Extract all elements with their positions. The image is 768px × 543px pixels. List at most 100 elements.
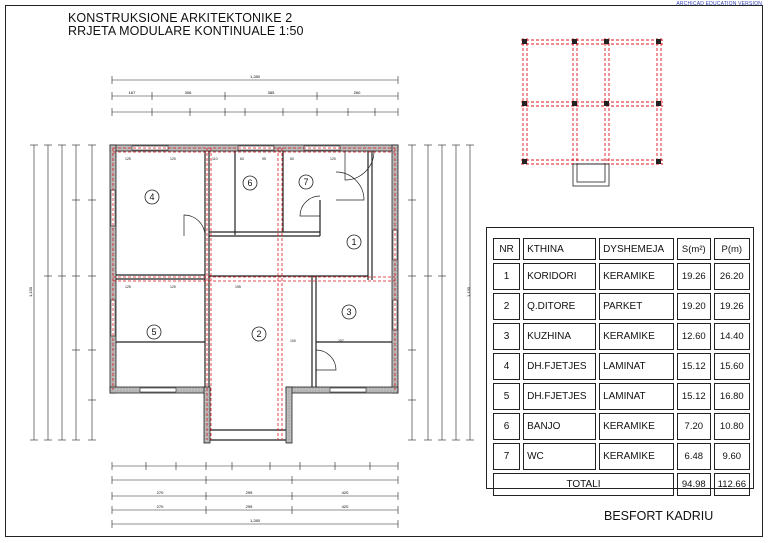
dimension-lines-left <box>33 145 93 440</box>
dim-row2-bottom-3: 420 <box>342 490 349 495</box>
dim-row2-top-2: 306 <box>185 90 192 95</box>
dimension-ticks-bottom <box>111 462 399 528</box>
dimension-ticks-left <box>30 144 96 441</box>
cell-perimeter: 10.80 <box>713 413 750 440</box>
cell-nr: 6 <box>493 413 521 440</box>
dimension-lines-right <box>411 145 471 440</box>
room-dim-label: 207 <box>338 339 344 343</box>
author-name: BESFORT KADRIU <box>604 509 714 523</box>
dim-row2-top-3: 385 <box>268 90 275 95</box>
room-dim-label: 120 <box>170 285 176 289</box>
header-area: S(m²) <box>676 238 711 260</box>
cell-nr: 2 <box>493 293 521 320</box>
dim-row3-bottom-1: 270 <box>157 504 164 509</box>
dimension-lines-top <box>112 79 398 113</box>
dimension-lines-bottom <box>112 465 398 525</box>
cell-area: 15.12 <box>676 383 711 410</box>
cell-kthina: WC <box>523 443 597 470</box>
dim-row2-top-4: 260 <box>354 90 361 95</box>
room-dim-label: 125 <box>125 157 131 161</box>
dimension-ticks-right <box>408 144 474 441</box>
cell-dyshemeja: KERAMIKE <box>599 263 674 290</box>
cell-nr: 3 <box>493 323 521 350</box>
room-markers <box>144 174 362 342</box>
room-dim-label: 100 <box>290 339 296 343</box>
cell-area: 19.26 <box>676 263 711 290</box>
room-dim-label: 110 <box>212 157 218 161</box>
structural-grid-key <box>521 38 663 187</box>
table-row: 3 KUZHINA KERAMIKE 12.60 14.40 <box>493 323 750 350</box>
header-dyshemeja: DYSHEMEJA <box>599 238 674 260</box>
cell-nr: 5 <box>493 383 521 410</box>
room-dim-label: 120 <box>170 157 176 161</box>
cell-kthina: KUZHINA <box>523 323 597 350</box>
dim-row2-bottom-1: 270 <box>157 490 164 495</box>
door-swings <box>183 150 375 371</box>
room-schedule: NR KTHINA DYSHEMEJA S(m²) P(m) 1 KORIDOR… <box>486 227 754 496</box>
total-area: 94.98 <box>676 473 711 496</box>
cell-dyshemeja: KERAMIKE <box>599 443 674 470</box>
room-dim-label: 120 <box>330 157 336 161</box>
dim-row3-bottom-2: 295 <box>246 504 253 509</box>
table-row: 7 WC KERAMIKE 6.48 9.60 <box>493 443 750 470</box>
table-row: 5 DH.FJETJES LAMINAT 15.12 16.80 <box>493 383 750 410</box>
cell-kthina: DH.FJETJES <box>523 353 597 380</box>
dim-right: 1,130 <box>466 286 471 297</box>
title-line-1: KONSTRUKSIONE ARKITEKTONIKE 2 <box>68 11 293 25</box>
room-schedule-table: NR KTHINA DYSHEMEJA S(m²) P(m) 1 KORIDOR… <box>490 235 753 499</box>
room-dim-label: 60 <box>240 157 244 161</box>
cell-dyshemeja: PARKET <box>599 293 674 320</box>
header-perimeter: P(m) <box>713 238 750 260</box>
title-line-2: RRJETA MODULARE KONTINUALE 1:50 <box>68 24 304 38</box>
table-row: 6 BANJO KERAMIKE 7.20 10.80 <box>493 413 750 440</box>
cell-perimeter: 26.20 <box>713 263 750 290</box>
table-total-row: TOTALI 94.98 112.66 <box>493 473 750 496</box>
cell-kthina: DH.FJETJES <box>523 383 597 410</box>
table-row: 2 Q.DITORE PARKET 19.20 19.26 <box>493 293 750 320</box>
cell-area: 15.12 <box>676 353 711 380</box>
dim-row2-bottom-2: 295 <box>246 490 253 495</box>
cell-area: 12.60 <box>676 323 711 350</box>
cell-dyshemeja: LAMINAT <box>599 353 674 380</box>
table-header-row: NR KTHINA DYSHEMEJA S(m²) P(m) <box>493 238 750 260</box>
cell-nr: 4 <box>493 353 521 380</box>
interior-walls <box>116 151 392 441</box>
table-row: 4 DH.FJETJES LAMINAT 15.12 15.60 <box>493 353 750 380</box>
cell-area: 6.48 <box>676 443 711 470</box>
table-row: 1 KORIDORI KERAMIKE 19.26 26.20 <box>493 263 750 290</box>
modular-grid <box>112 147 396 440</box>
dim-total-top: 1,280 <box>250 74 261 79</box>
dimension-ticks-top <box>111 76 399 116</box>
drawing-sheet <box>5 5 763 537</box>
cell-perimeter: 9.60 <box>713 443 750 470</box>
room-dim-label: 195 <box>235 285 241 289</box>
cell-area: 7.20 <box>676 413 711 440</box>
room-number-6: 6 <box>247 178 252 188</box>
cell-perimeter: 19.26 <box>713 293 750 320</box>
room-number-7: 7 <box>303 177 308 187</box>
drawing-title: KONSTRUKSIONE ARKITEKTONIKE 2 RRJETA MOD… <box>68 12 304 38</box>
cell-kthina: Q.DITORE <box>523 293 597 320</box>
total-perimeter: 112.66 <box>713 473 750 496</box>
cell-perimeter: 14.40 <box>713 323 750 350</box>
cell-dyshemeja: LAMINAT <box>599 383 674 410</box>
room-number-3: 3 <box>346 307 351 317</box>
cell-dyshemeja: KERAMIKE <box>599 413 674 440</box>
cell-nr: 7 <box>493 443 521 470</box>
room-dim-label: 95 <box>262 157 266 161</box>
cell-kthina: BANJO <box>523 413 597 440</box>
header-nr: NR <box>493 238 521 260</box>
dim-row3-bottom-3: 420 <box>342 504 349 509</box>
cell-dyshemeja: KERAMIKE <box>599 323 674 350</box>
room-number-4: 4 <box>149 192 154 202</box>
room-dim-label: 60 <box>290 157 294 161</box>
total-label: TOTALI <box>493 473 674 496</box>
header-kthina: KTHINA <box>523 238 597 260</box>
watermark: ARCHICAD EDUCATION VERSION <box>676 1 762 7</box>
cell-perimeter: 15.60 <box>713 353 750 380</box>
room-number-2: 2 <box>256 329 261 339</box>
dim-total-bottom: 1,280 <box>250 518 261 523</box>
cell-kthina: KORIDORI <box>523 263 597 290</box>
cell-perimeter: 16.80 <box>713 383 750 410</box>
